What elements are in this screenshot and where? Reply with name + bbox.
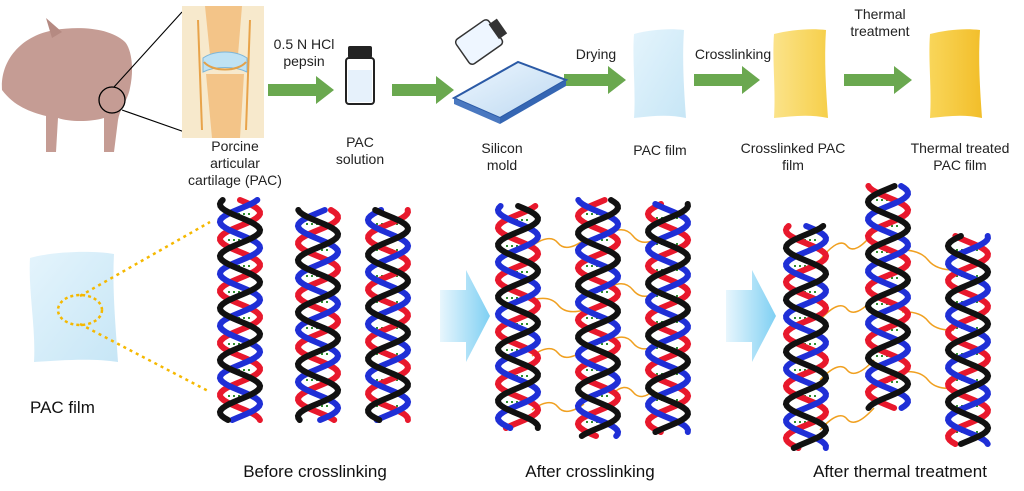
triple-helix bbox=[216, 197, 264, 423]
crosslinked-film-label: Crosslinked PAC film bbox=[740, 140, 846, 173]
triple-helix bbox=[944, 233, 992, 447]
crosslink bbox=[901, 370, 955, 390]
arrow-thermal bbox=[844, 66, 912, 94]
helix-strand bbox=[864, 183, 912, 411]
drying-label: Drying bbox=[575, 46, 617, 62]
before-crosslinking-label: Before crosslinking bbox=[243, 462, 387, 481]
knee-cartilage-image bbox=[182, 6, 264, 138]
crosslink bbox=[531, 297, 585, 313]
helix-strand bbox=[782, 223, 830, 451]
triple-helix bbox=[644, 201, 692, 435]
stage-arrow-2 bbox=[726, 270, 776, 362]
crosslink bbox=[819, 231, 875, 261]
vial-icon bbox=[345, 46, 375, 105]
helix-strand bbox=[865, 183, 911, 411]
helix-strand bbox=[645, 201, 691, 435]
helix-strand bbox=[294, 207, 342, 423]
helix-strand bbox=[365, 207, 411, 423]
crosslink bbox=[901, 311, 955, 331]
arrow-to-mold bbox=[392, 76, 454, 104]
pac-film-label: PAC film bbox=[633, 142, 687, 158]
crosslinking-label: Crosslinking bbox=[694, 46, 772, 62]
after-thermal-label: After thermal treatment bbox=[813, 462, 987, 481]
film-zoom-label: PAC film bbox=[30, 398, 95, 417]
stage-arrow-1 bbox=[440, 270, 490, 362]
silicon-mold-icon bbox=[451, 60, 569, 124]
helix-strand bbox=[644, 201, 692, 435]
triple-helix bbox=[494, 203, 542, 431]
triple-helix bbox=[574, 197, 622, 439]
after-crosslinking-label: After crosslinking bbox=[525, 462, 655, 481]
crosslink bbox=[819, 407, 875, 431]
arrow-drying bbox=[564, 66, 626, 94]
triple-helix bbox=[864, 183, 912, 411]
crosslinked-film-icon bbox=[773, 29, 828, 118]
helix-strand bbox=[295, 207, 341, 423]
arrow-to-solution bbox=[268, 76, 334, 104]
triple-helix bbox=[364, 207, 412, 423]
silicon-mold-label: Silicon mold bbox=[481, 140, 523, 173]
pac-solution-label: PAC solution bbox=[335, 134, 385, 167]
helix-strand bbox=[294, 207, 342, 423]
crosslink bbox=[531, 401, 585, 413]
collagen-helices bbox=[216, 183, 992, 451]
pouring-vial-icon bbox=[454, 18, 508, 65]
crosslink bbox=[819, 359, 875, 381]
arrow-crosslinking bbox=[694, 66, 760, 94]
helix-strand bbox=[216, 197, 264, 423]
helix-strand bbox=[575, 197, 621, 439]
film-zoom-icon bbox=[29, 220, 211, 394]
crosslink bbox=[611, 229, 655, 243]
triple-helix bbox=[782, 223, 830, 451]
thermal-treatment-label: Thermal treatment bbox=[850, 6, 910, 39]
pac-film-icon bbox=[633, 29, 686, 118]
pac-source-label: Porcine articular cartilage (PAC) bbox=[188, 138, 282, 188]
crosslink bbox=[901, 249, 955, 271]
hcl-pepsin-label: 0.5 N HCl pepsin bbox=[273, 36, 335, 69]
helix-strand bbox=[494, 203, 542, 431]
helix-strand bbox=[574, 197, 622, 439]
thermal-film-icon bbox=[929, 29, 982, 118]
triple-helix bbox=[294, 207, 342, 423]
crosslink bbox=[611, 386, 655, 398]
helix-strand bbox=[495, 203, 541, 431]
helix-strand bbox=[782, 223, 830, 451]
crosslink bbox=[531, 347, 585, 359]
helix-strand bbox=[216, 197, 264, 423]
crosslink-connections bbox=[531, 229, 955, 431]
crosslink bbox=[819, 297, 875, 321]
thermal-film-label: Thermal treated PAC film bbox=[910, 140, 1010, 173]
crosslink bbox=[531, 237, 585, 249]
helix-strand bbox=[944, 233, 992, 447]
